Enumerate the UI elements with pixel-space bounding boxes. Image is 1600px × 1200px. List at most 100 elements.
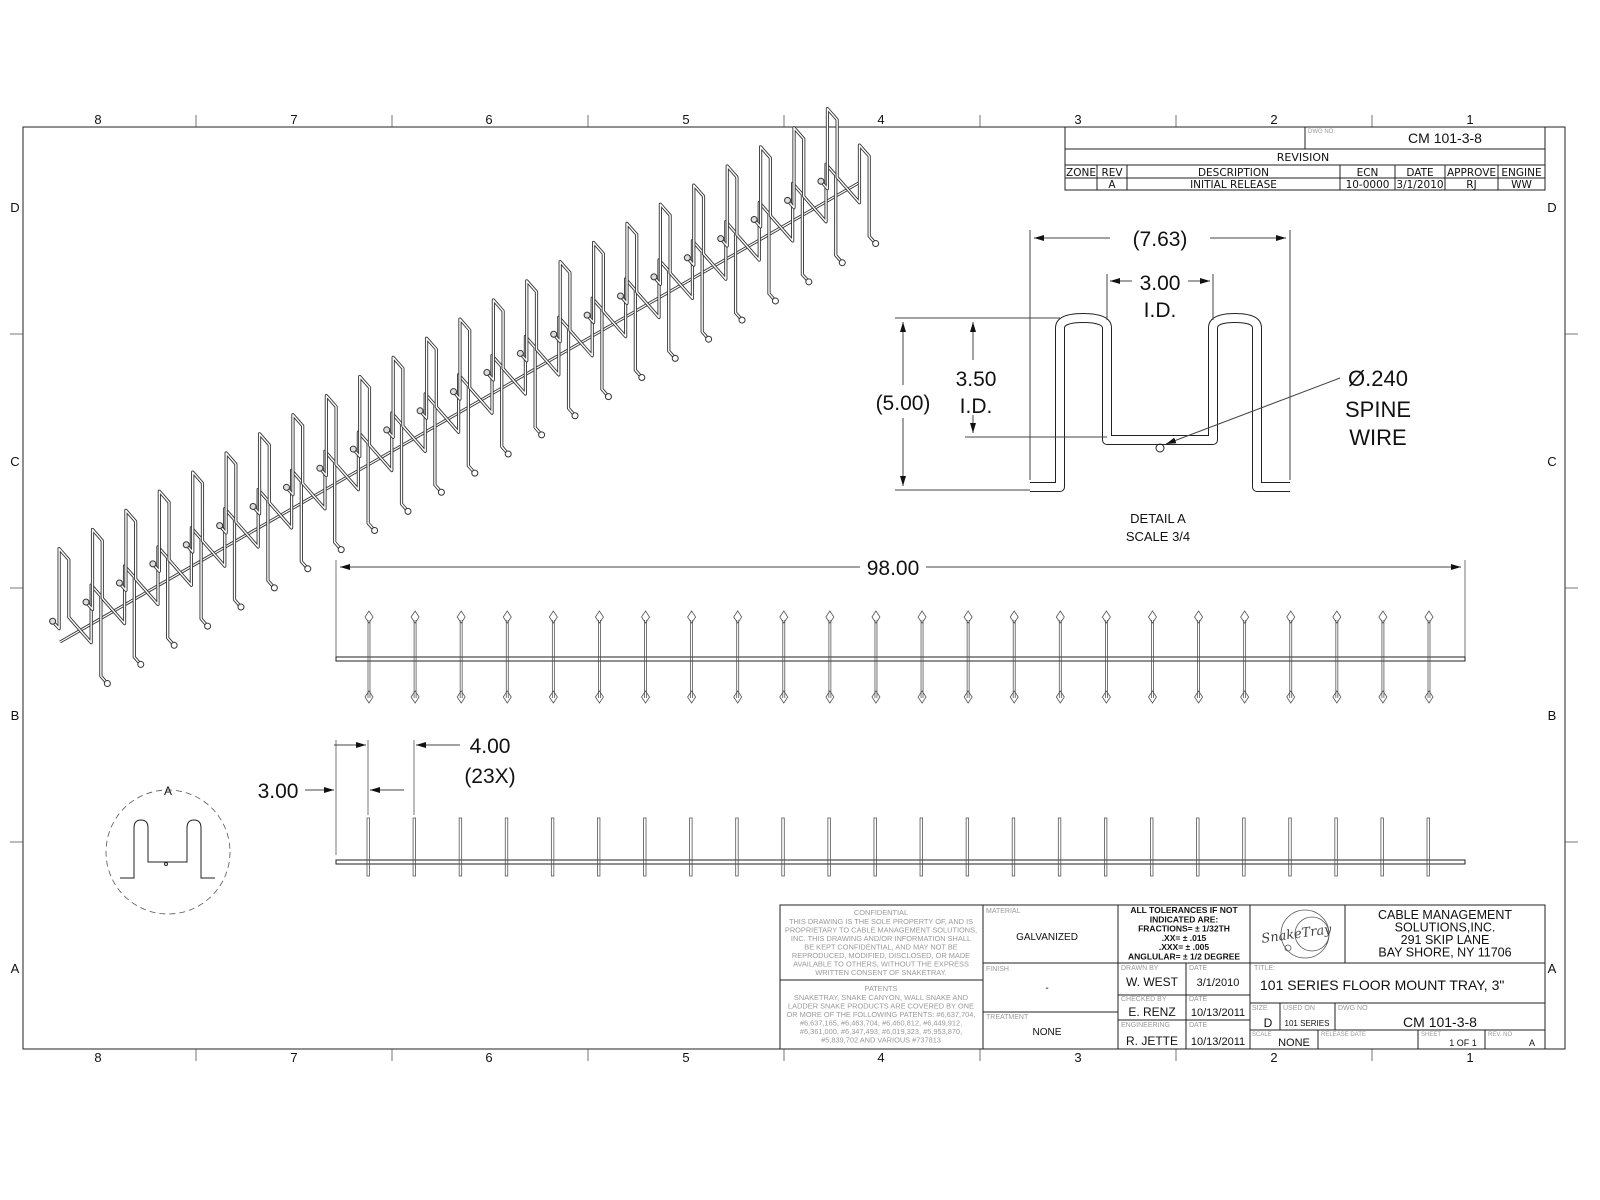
rev-header: DATE (1406, 167, 1433, 179)
front-view-wire (965, 817, 970, 877)
detail-scale: SCALE 3/4 (1126, 529, 1190, 544)
top-view-wire (1194, 610, 1204, 704)
iso-foot (404, 507, 412, 515)
zone-row-left: A (11, 961, 20, 976)
dim-overall-length: 98.00 (867, 557, 920, 580)
dim-overall-height: (5.00) (876, 392, 931, 415)
iso-foot (650, 273, 658, 281)
top-view-wire (963, 610, 973, 704)
dim-inner-width-sub: I.D. (1144, 299, 1177, 322)
company-line: 291 SKIP LANE (1401, 933, 1490, 947)
front-view-wire (735, 817, 739, 877)
confidential-line: REPRODUCED, MODIFIED, DISCLOSED, OR MADE (792, 951, 970, 960)
iso-wire-16 (550, 260, 612, 401)
tolerance-line: FRACTIONS= ± 1/32TH (1138, 924, 1230, 934)
front-view-wire (366, 817, 370, 877)
top-view (335, 610, 1466, 704)
iso-foot (337, 546, 345, 554)
top-view-wire (1286, 610, 1296, 704)
front-view-wire (1426, 817, 1430, 877)
engineering-label: ENGINEERING (1121, 1022, 1170, 1029)
iso-wire-1 (49, 547, 111, 688)
title-label: TITLE: (1254, 965, 1275, 972)
drawing-border (22, 126, 1566, 1050)
zone-column-bottom: 2 (1270, 1050, 1277, 1065)
iso-foot (483, 369, 491, 377)
front-view-wire (504, 817, 509, 877)
top-view-wire (410, 610, 420, 704)
scale-value: NONE (1278, 1037, 1310, 1049)
front-view-wire (1380, 817, 1384, 877)
dim-inner-height-sub: I.D. (960, 395, 993, 418)
iso-foot (516, 349, 524, 357)
iso-foot (604, 393, 612, 401)
zone-row-right: D (1547, 200, 1556, 215)
company-line: SOLUTIONS,INC. (1395, 921, 1496, 935)
front-view-wire (1057, 817, 1062, 877)
iso-wire-22 (750, 145, 813, 286)
rev-header: ZONE (1066, 167, 1096, 179)
iso-wire-11 (383, 355, 445, 496)
top-view-wire (1240, 610, 1250, 704)
iso-wire-21 (717, 164, 779, 305)
confidential-line: INC. THIS DRAWING AND/OR INFORMATION SHA… (791, 934, 971, 943)
iso-wire-8 (282, 413, 345, 554)
detail-wire-profile (1030, 313, 1290, 492)
zone-column-top: 4 (877, 112, 884, 127)
front-view-wire (1011, 817, 1016, 877)
iso-foot (705, 335, 713, 343)
iso-wire-18 (617, 221, 679, 362)
front-view-wire (643, 817, 647, 877)
iso-foot (115, 579, 123, 587)
confidential-line: PROPRIETARY TO CABLE MANAGEMENT SOLUTION… (785, 926, 977, 935)
top-view-wire (594, 610, 604, 704)
iso-foot (137, 660, 145, 668)
zone-column-top: 2 (1270, 112, 1277, 127)
iso-foot (538, 431, 546, 439)
tolerance-line: ANGLULAR= ± 1/2 DEGREE (1128, 952, 1240, 962)
sheet-value: 1 OF 1 (1449, 1038, 1477, 1048)
dwg-no-label: DWG NO. (1308, 129, 1335, 135)
front-view-wire (1103, 817, 1108, 877)
iso-foot (683, 254, 691, 262)
rev-dwg-no: CM 101-3-8 (1408, 130, 1482, 146)
top-view-wire (1332, 610, 1342, 704)
company-line: BAY SHORE, NY 11706 (1378, 946, 1511, 960)
patents-title: PATENTS (865, 984, 898, 993)
iso-foot (617, 292, 625, 300)
top-view-wire (779, 610, 789, 704)
iso-foot (383, 426, 391, 434)
checked-date-label: DATE (1189, 996, 1207, 1003)
top-view-wire (502, 610, 512, 704)
drawing-title: 101 SERIES FLOOR MOUNT TRAY, 3" (1260, 977, 1504, 993)
zone-column-bottom: 5 (682, 1050, 689, 1065)
zone-column-top: 7 (290, 112, 297, 127)
zone-row-left: B (11, 708, 20, 723)
front-view-wire (1150, 817, 1154, 877)
iso-foot (583, 311, 591, 319)
zone-row-left: D (10, 200, 19, 215)
front-view (335, 817, 1466, 877)
spine-wire-section (1155, 443, 1165, 453)
iso-wire-14 (483, 298, 546, 439)
top-view-wire (871, 610, 881, 704)
detail-callout: A (105, 784, 231, 915)
tolerance-line: .XX= ± .015 (1162, 933, 1207, 943)
iso-foot (82, 598, 90, 606)
engineering-date-label: DATE (1189, 1022, 1207, 1029)
iso-foot (717, 235, 725, 243)
top-view-wire (1009, 610, 1019, 704)
engineering: R. JETTE (1126, 1034, 1178, 1048)
iso-wire-20 (683, 183, 746, 324)
material-label: MATERIAL (986, 908, 1021, 915)
dim-pitch-count: (23X) (464, 765, 515, 788)
rev-header: ECN (1357, 167, 1379, 179)
iso-foot (784, 196, 792, 204)
iso-foot (738, 316, 746, 324)
zone-column-top: 5 (682, 112, 689, 127)
patents-line: #6,637,165, #6,463,704, #6,460,812, #6,4… (800, 1019, 962, 1028)
treatment-label: TREATMENT (986, 1014, 1029, 1021)
